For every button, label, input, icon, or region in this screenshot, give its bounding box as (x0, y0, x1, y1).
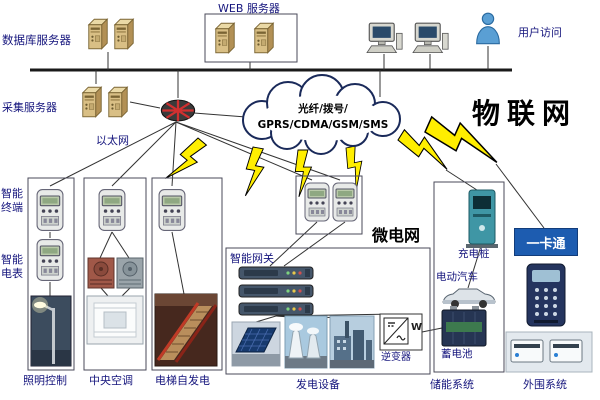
elevator-label: 电梯自发电 (155, 374, 210, 387)
lightning-bolt-icon (161, 135, 210, 188)
inverter-icon (379, 313, 423, 351)
charging-pile-icon (466, 189, 498, 248)
ethernet-label: 以太网 (96, 134, 129, 147)
lightning-bolt-icon (241, 146, 268, 199)
cooling-towers-photo (284, 315, 328, 369)
smart-meter-icon (304, 182, 330, 222)
gateway-device-icon (238, 266, 314, 280)
db-server-icon (114, 18, 134, 50)
center-meter-box (295, 175, 363, 235)
ev-car-icon (442, 288, 496, 308)
hvac-label: 中央空调 (89, 374, 133, 387)
smart-terminal-label: 智能终端 (1, 187, 23, 214)
collect-server-label: 采集服务器 (2, 101, 57, 114)
peripheral-label: 外围系统 (523, 378, 567, 391)
user-icon (476, 12, 500, 45)
generation-label: 发电设备 (296, 378, 340, 391)
elevator-box (151, 177, 223, 371)
web-server-icon (254, 22, 274, 54)
hvac-box (83, 177, 147, 371)
smart-meter-icon (158, 188, 186, 232)
smart-meter-icon (36, 188, 64, 232)
inverter-watt-label: W (411, 322, 423, 333)
web-server-label: WEB 服务器 (218, 2, 280, 15)
smart-gateway-label: 智能网关 (230, 252, 274, 265)
ethernet-hub-icon (160, 98, 196, 123)
connection-lines (30, 46, 545, 335)
battery-icon (441, 306, 487, 347)
gateway-device-icon (238, 284, 314, 298)
smart-meter-label: 智能电表 (1, 253, 23, 280)
escalator-photo (154, 293, 218, 367)
lighting-box (27, 177, 75, 371)
power-plant-photo (329, 315, 375, 369)
smart-meter-icon (98, 188, 126, 232)
network-cloud-icon (242, 74, 401, 155)
computer-icon (412, 22, 449, 54)
iot-title: 物联网 (472, 97, 578, 130)
street-lamp-photo (30, 295, 72, 367)
solar-panel-photo (231, 321, 281, 367)
storage-label: 储能系统 (430, 378, 474, 391)
cloud-label-line1: 光纤/拨号/ (298, 103, 348, 115)
inverter-label: 逆变器 (381, 352, 411, 363)
web-server-icon (215, 22, 235, 54)
cloud-label-line2: GPRS/CDMA/GSM/SMS (257, 119, 389, 132)
lighting-label: 照明控制 (23, 374, 67, 387)
user-access-label: 用户访问 (518, 26, 562, 39)
group-boxes (27, 13, 505, 375)
db-server-label: 数据库服务器 (2, 33, 71, 47)
card-reader-photo (505, 331, 593, 373)
microgrid-title: 微电网 (372, 226, 421, 245)
hvac-units-photo (86, 257, 144, 345)
onecard-label: 一卡通 (526, 236, 566, 252)
gateway-device-icon (238, 302, 314, 316)
smart-gateways (238, 266, 314, 316)
onecard-sign: 一卡通 (514, 228, 578, 256)
battery-label: 蓄电池 (441, 348, 473, 360)
smart-meter-icon (36, 238, 64, 282)
storage-box (433, 181, 505, 373)
generation-box (225, 247, 431, 375)
collect-server-icon (82, 86, 102, 118)
ev-label: 电动汽车 (436, 271, 478, 283)
computer-icon (366, 22, 403, 54)
web-server-box (204, 13, 298, 63)
cloud-label: 光纤/拨号/ GPRS/CDMA/GSM/SMS (250, 101, 396, 134)
access-keypad-icon (526, 263, 566, 327)
db-server-icon (88, 18, 108, 50)
smart-meters (36, 182, 358, 282)
charging-pile-label: 充电桩 (458, 248, 490, 260)
collect-server-icon (108, 86, 128, 118)
smart-meter-icon (332, 182, 358, 222)
